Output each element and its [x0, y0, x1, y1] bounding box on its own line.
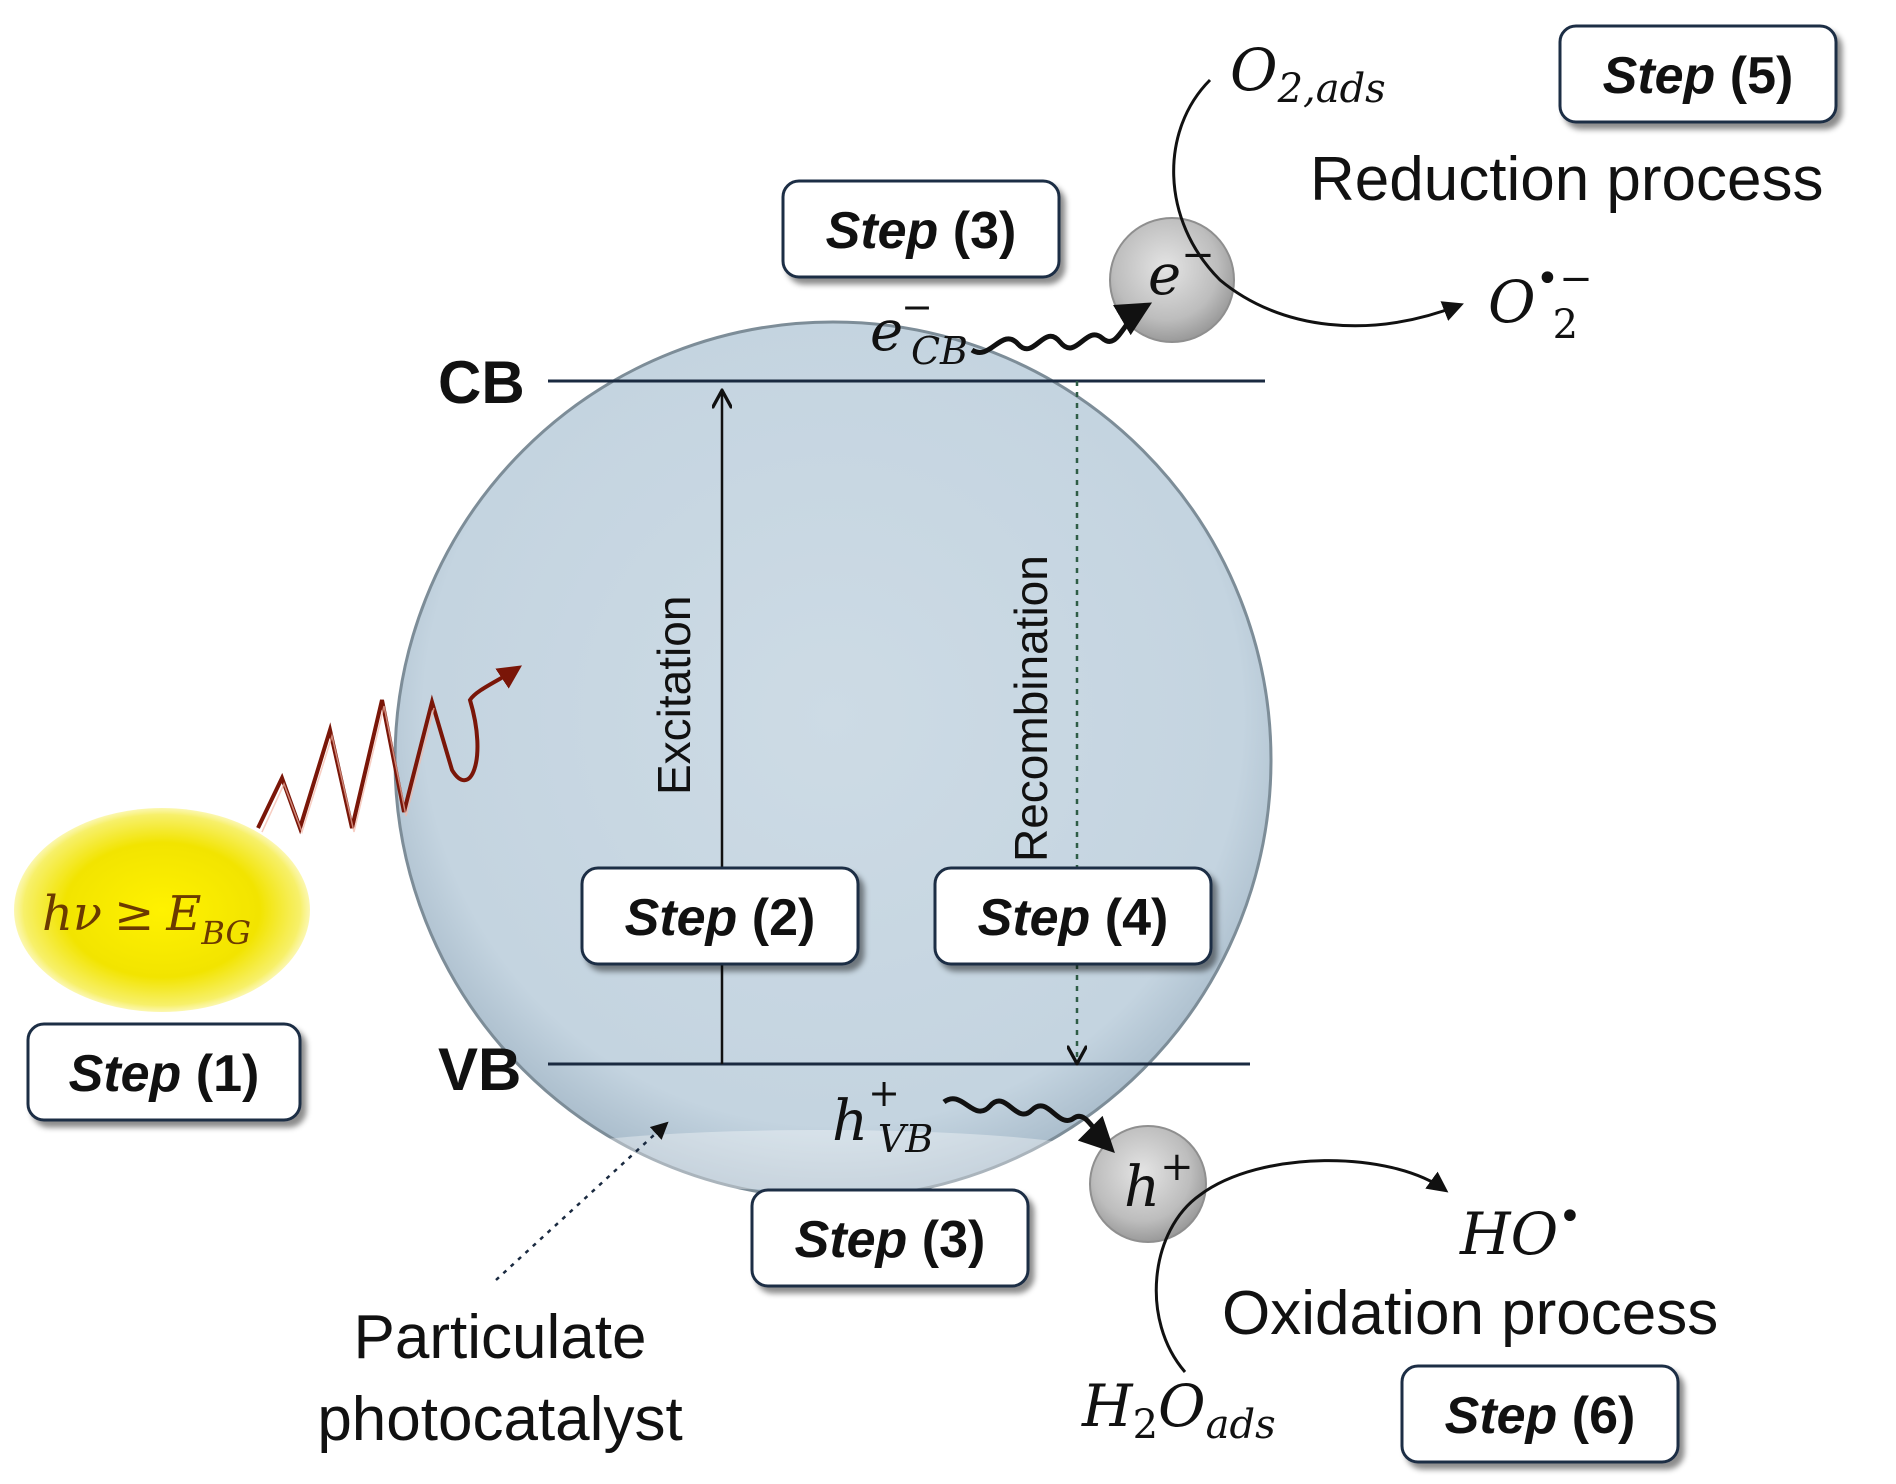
step-1-label: Step (1)	[69, 1045, 260, 1103]
oxidation-process-label: Oxidation process	[1222, 1279, 1718, 1348]
hole-vb-sub: VB	[878, 1117, 933, 1161]
o2-radical-base: O	[1488, 268, 1536, 336]
photon-source	[14, 808, 310, 1012]
step-4-number: (4)	[1105, 889, 1169, 947]
step-3-top-keyword: Step	[826, 202, 939, 260]
step-1-keyword: Step	[69, 1045, 182, 1103]
surface-electron-base: e	[1148, 243, 1181, 308]
electron-cb-sup: −	[901, 285, 933, 329]
particle-label-line1: Particulate	[354, 1303, 647, 1372]
ho-radical-base: HO	[1459, 1200, 1558, 1268]
hole-vb-sup: +	[868, 1071, 900, 1115]
photon-h: h	[42, 886, 73, 942]
o2-radical-sup: •−	[1536, 256, 1593, 302]
particle-pointer-arrow	[495, 1121, 669, 1281]
cb-label: CB	[438, 349, 525, 416]
step-5-label: Step (5)	[1603, 47, 1794, 105]
step-2-box	[580, 866, 860, 966]
recombination-label: Recombination	[1005, 555, 1057, 862]
o2-radical-sub: 2	[1553, 302, 1578, 348]
ho-radical-sup: •	[1558, 1194, 1582, 1240]
oxidation-arc	[1154, 1159, 1449, 1373]
step-5-box	[1558, 24, 1838, 124]
reduction-process-label: Reduction process	[1310, 145, 1824, 214]
h2o-ads-base1: H	[1081, 1372, 1134, 1440]
step-3-bottom-number: (3)	[922, 1211, 986, 1269]
particle-highlight	[520, 1130, 1120, 1190]
photon-sub: BG	[200, 914, 251, 952]
step-6-box	[1400, 1364, 1680, 1464]
step-2-label: Step (2)	[625, 889, 816, 947]
o2-ads-sub: 2,ads	[1277, 66, 1386, 112]
surface-hole-ball	[1089, 1125, 1207, 1243]
step-4-label: Step (4)	[978, 889, 1169, 947]
step-5-number: (5)	[1730, 47, 1794, 105]
h2o-ads: H2Oads	[1081, 1372, 1276, 1448]
electron-cb-base: e	[870, 299, 903, 364]
step-1-box	[26, 1022, 302, 1122]
step-3-bottom-box	[750, 1188, 1030, 1288]
step-2-number: (2)	[752, 889, 816, 947]
step-3-top-label: Step (3)	[826, 202, 1017, 260]
electron-cb: e−CB	[870, 285, 968, 373]
vb-label: VB	[438, 1036, 521, 1103]
photon-energy-label: hν≥EBG	[42, 886, 251, 952]
step-6-keyword: Step	[1445, 1387, 1558, 1445]
photon-E: E	[165, 886, 201, 942]
step-3-top-number: (3)	[953, 202, 1017, 260]
reduction-arc	[1172, 78, 1464, 328]
photocatalyst-particle	[393, 320, 1273, 1200]
electron-cb-sub: CB	[911, 329, 968, 373]
surface-hole-base: h	[1124, 1155, 1160, 1220]
step-6-number: (6)	[1572, 1387, 1636, 1445]
hole-vb: h+VB	[832, 1071, 933, 1161]
step-1-number: (1)	[196, 1045, 260, 1103]
light-wave-glow	[261, 705, 435, 835]
electron-transfer-wiggle	[970, 302, 1153, 355]
o2-ads: O2,ads	[1230, 36, 1386, 112]
step-4-keyword: Step	[978, 889, 1091, 947]
h2o-ads-base2: O	[1158, 1372, 1206, 1440]
ho-radical: HO•	[1459, 1194, 1582, 1268]
photon-geq: ≥	[114, 886, 154, 942]
hole-vb-base: h	[832, 1089, 868, 1154]
photon-nu: ν	[73, 886, 102, 942]
excitation-label: Excitation	[648, 596, 700, 795]
hole-transfer-wiggle	[942, 1096, 1115, 1153]
surface-hole: h+	[1124, 1144, 1194, 1220]
h2o-ads-sub1: 2	[1133, 1402, 1158, 1448]
light-wave	[256, 665, 522, 835]
particle-label-line2: photocatalyst	[317, 1385, 682, 1454]
o2-radical: O•−2	[1488, 256, 1593, 348]
step-2-keyword: Step	[625, 889, 738, 947]
h2o-ads-sub2: ads	[1206, 1402, 1276, 1448]
o2-ads-base: O	[1230, 36, 1278, 104]
step-5-keyword: Step	[1603, 47, 1716, 105]
step-3-bottom-keyword: Step	[795, 1211, 908, 1269]
step-3-bottom-label: Step (3)	[795, 1211, 986, 1269]
step-6-label: Step (6)	[1445, 1387, 1636, 1445]
surface-hole-sup: +	[1160, 1144, 1194, 1190]
step-3-top-box	[781, 179, 1061, 279]
step-4-box	[933, 866, 1213, 966]
